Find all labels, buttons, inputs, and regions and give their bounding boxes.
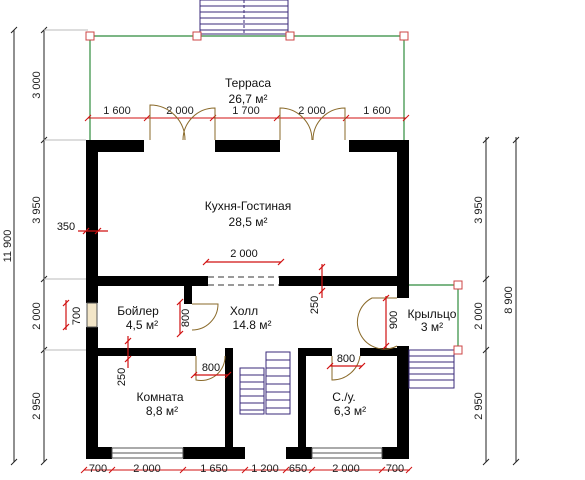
dim-top-4: 2 000	[298, 105, 326, 117]
dim-boiler-door: 800	[180, 309, 192, 327]
wc-area: 6,3 м²	[334, 404, 366, 418]
dim-left-4: 2 950	[31, 392, 43, 420]
outer-walls	[86, 140, 409, 459]
porch-area: 3 м²	[421, 320, 443, 334]
dim-bottom-3: 1 650	[200, 463, 228, 475]
kitchen-name: Кухня-Гостиная	[205, 199, 291, 213]
hall-area: 14.8 м²	[233, 318, 272, 332]
dim-top-2: 2 000	[166, 105, 194, 117]
dim-wall-350: 350	[57, 221, 75, 233]
dim-kitchen-opening: 2 000	[230, 248, 258, 260]
terrace-posts	[85, 31, 409, 41]
dim-left-overall: 11 900	[2, 230, 14, 263]
interior-doors	[191, 297, 398, 382]
terrace-area: 26,7 м²	[229, 92, 268, 106]
dim-bottom-1: 700	[89, 463, 107, 475]
right-dimension-lines	[482, 136, 520, 466]
terrace-stairs	[199, 0, 289, 35]
room-name: Комната	[137, 390, 184, 404]
dim-top-1: 1 600	[103, 105, 131, 117]
dim-bottom-4: 1 200	[251, 463, 279, 475]
dim-room-door: 800	[202, 362, 220, 374]
room-area: 8,8 м²	[146, 404, 178, 418]
dim-bottom-7: 700	[386, 463, 404, 475]
interior-walls	[98, 276, 397, 447]
boiler-name: Бойлер	[117, 304, 159, 318]
bottom-dimension-line	[80, 466, 413, 474]
interior-stairs	[239, 351, 291, 415]
hall-name: Холл	[230, 304, 258, 318]
dim-right-overall: 8 900	[503, 286, 515, 314]
dim-bottom-2: 2 000	[133, 463, 161, 475]
dim-room-250: 250	[116, 368, 128, 386]
windows	[86, 302, 383, 459]
kitchen-area: 28,5 м²	[229, 215, 268, 229]
small-dimension-marks	[62, 227, 390, 379]
dim-porch-door: 900	[388, 311, 400, 329]
dim-hall-250: 250	[309, 296, 321, 314]
dim-right-3: 2 950	[473, 392, 485, 420]
kitchen-opening	[208, 276, 279, 286]
dim-left-2: 3 950	[31, 196, 43, 224]
porch	[408, 280, 463, 389]
dim-left-3: 2 000	[31, 302, 43, 330]
dim-top-3: 1 700	[232, 105, 260, 117]
dim-wc-door: 800	[337, 353, 355, 365]
porch-name: Крыльцо	[408, 307, 457, 321]
boiler-area: 4,5 м²	[126, 318, 158, 332]
dim-bottom-5: 650	[289, 463, 307, 475]
dim-right-2: 2 000	[473, 302, 485, 330]
terrace-outline	[89, 35, 405, 140]
dim-right-1: 3 950	[473, 196, 485, 224]
dim-bottom-6: 2 000	[332, 463, 360, 475]
terrace-name: Терраса	[225, 76, 271, 90]
left-dimension-lines	[10, 26, 88, 466]
dim-left-1: 3 000	[31, 71, 43, 99]
dim-boiler-window: 700	[71, 307, 83, 325]
dim-top-5: 1 600	[363, 105, 391, 117]
wc-name: С./у.	[332, 390, 355, 404]
terrace-doors	[149, 104, 346, 141]
